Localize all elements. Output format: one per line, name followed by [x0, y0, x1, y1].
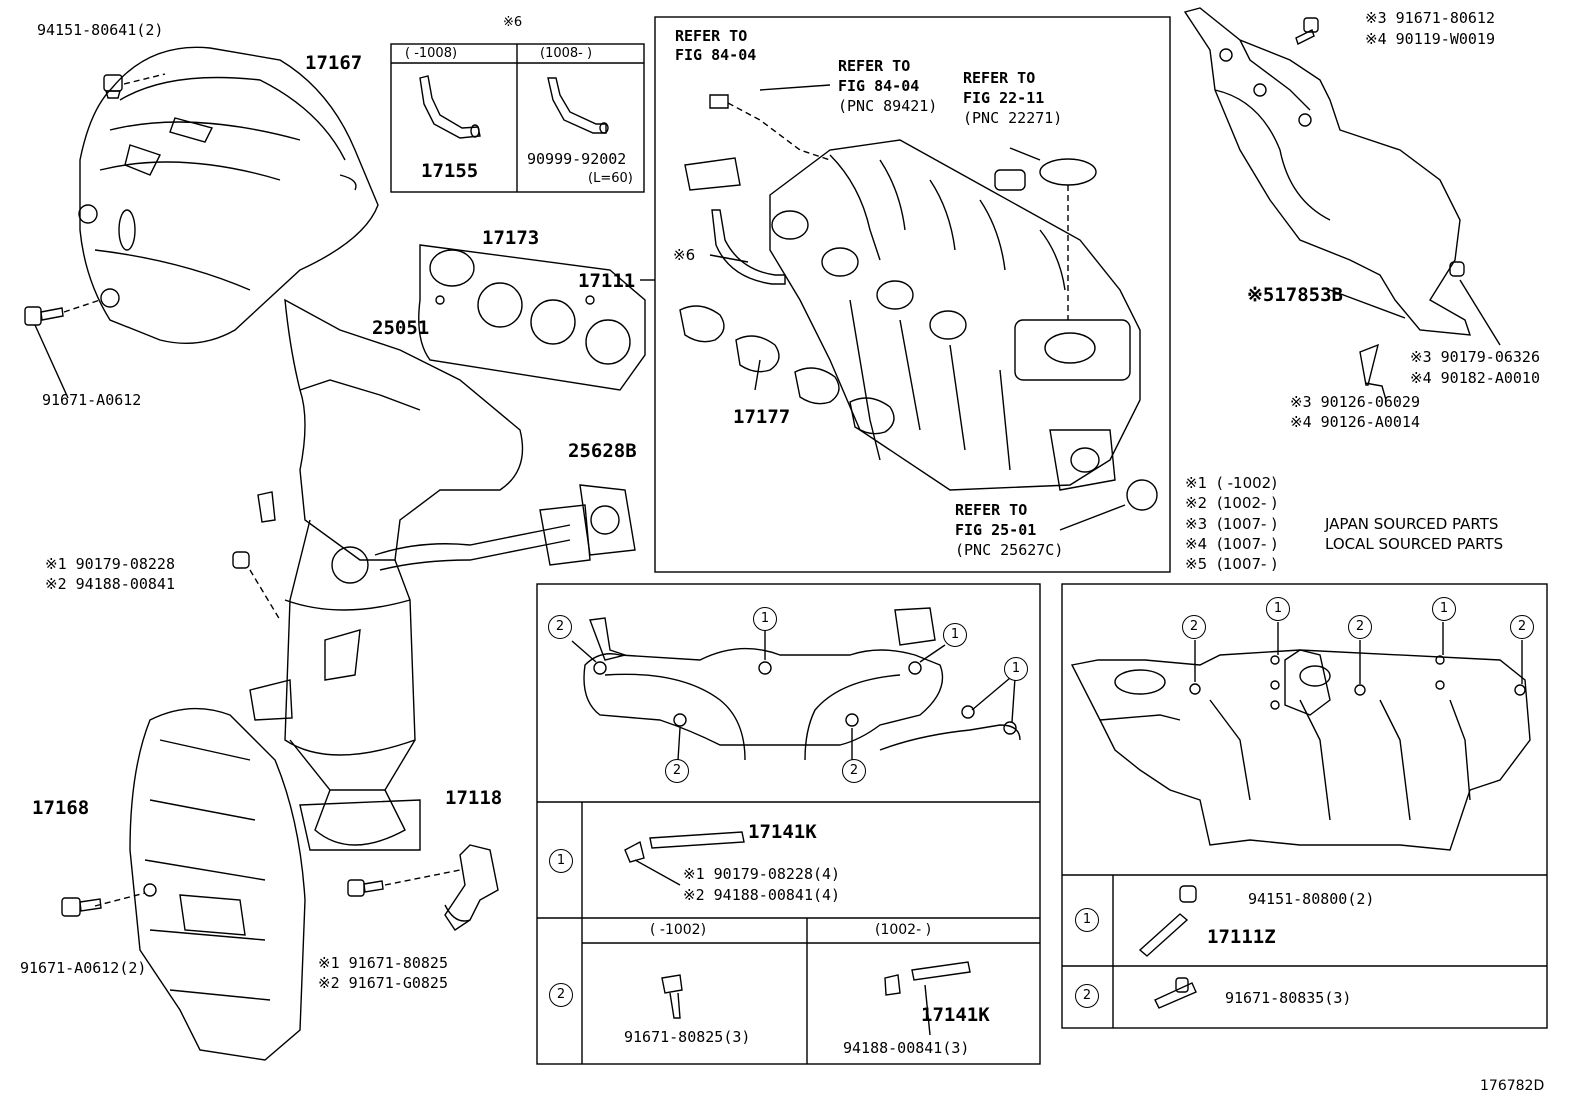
part-90999-92002[interactable]: 90999-92002: [527, 150, 627, 168]
callout-2: 2: [1182, 615, 1206, 639]
row2-col2-range: (1002- ): [875, 922, 932, 938]
legend-desc: LOCAL SOURCED PARTS: [1325, 535, 1504, 553]
part-94188-00841[interactable]: ※2 94188-00841: [45, 575, 175, 593]
row-callout-2: 2: [549, 983, 573, 1007]
part-90179-08228[interactable]: ※1 90179-08228: [45, 555, 175, 573]
part-90182-a0010[interactable]: ※4 90182-A0010: [1410, 369, 1540, 387]
part-hose-note-6[interactable]: ※6: [673, 246, 696, 264]
hose-box-header: ※6: [503, 15, 523, 30]
legend-mark: ※1: [1185, 474, 1208, 492]
part-91671-g0825[interactable]: ※2 91671-G0825: [318, 974, 448, 992]
part-17118[interactable]: 17118: [445, 787, 503, 809]
part-25628b[interactable]: 25628B: [568, 440, 637, 462]
hose-col2-range: (1008- ): [540, 46, 593, 61]
legend-range: ( -1002): [1217, 474, 1278, 492]
hose-length: (L=60): [588, 171, 633, 186]
refer-fig-22-11-line2[interactable]: FIG 22-11: [963, 89, 1045, 107]
part-94188-00841-4[interactable]: ※2 94188-00841(4): [683, 886, 841, 904]
part-90179-06326[interactable]: ※3 90179-06326: [1410, 348, 1540, 366]
legend-desc: JAPAN SOURCED PARTS: [1325, 515, 1499, 533]
callout-1: 1: [943, 623, 967, 647]
refer-pnc-25627c: (PNC 25627C): [955, 541, 1064, 559]
legend-mark: ※5: [1185, 555, 1208, 573]
part-17853b[interactable]: ※517853B: [1247, 284, 1343, 306]
legend-mark: ※4: [1185, 535, 1208, 553]
part-25051[interactable]: 25051: [372, 317, 430, 339]
legend-range: (1007- ): [1217, 555, 1278, 573]
legend-mark: ※3: [1185, 515, 1208, 533]
legend-range: (1007- ): [1217, 515, 1278, 533]
part-91671-a0612-2[interactable]: 91671-A0612(2): [20, 959, 147, 977]
refer-fig-22-11-line1: REFER TO: [963, 69, 1036, 87]
part-94151-80800-2[interactable]: 94151-80800(2): [1248, 890, 1375, 908]
row-callout-1: 1: [549, 849, 573, 873]
refer-fig-84-04-b-line1: REFER TO: [838, 57, 911, 75]
part-17141k-b[interactable]: 17141K: [921, 1004, 990, 1026]
callout-2: 2: [548, 615, 572, 639]
part-17167[interactable]: 17167: [305, 52, 363, 74]
part-94151-80641[interactable]: 94151-80641(2): [37, 21, 164, 39]
callout-2: 2: [842, 759, 866, 783]
legend-mark: ※2: [1185, 494, 1208, 512]
refer-pnc-89421: (PNC 89421): [838, 97, 938, 115]
heat-insulator-upper: [78, 46, 379, 345]
part-91671-80612[interactable]: ※3 91671-80612: [1365, 9, 1495, 27]
part-90119-w0019[interactable]: ※4 90119-W0019: [1365, 30, 1495, 48]
row2-col1-range: ( -1002): [650, 922, 707, 938]
callout-1: 1: [1004, 657, 1028, 681]
part-91671-80825[interactable]: ※1 91671-80825: [318, 954, 448, 972]
callout-1: 1: [1432, 597, 1456, 621]
part-17141k[interactable]: 17141K: [748, 821, 817, 843]
part-17173[interactable]: 17173: [482, 227, 540, 249]
hose-col1-range: ( -1008): [405, 46, 458, 61]
callout-2: 2: [1510, 615, 1534, 639]
legend-range: (1007- ): [1217, 535, 1278, 553]
refer-fig-25-01-line1: REFER TO: [955, 501, 1028, 519]
row-callout-1: 1: [1075, 908, 1099, 932]
refer-pnc-22271: (PNC 22271): [963, 109, 1063, 127]
part-17155[interactable]: 17155: [421, 160, 479, 182]
refer-fig-84-04-a-line1: REFER TO: [675, 27, 748, 45]
callout-1: 1: [753, 607, 777, 631]
part-91671-80825-3[interactable]: 91671-80825(3): [624, 1028, 751, 1046]
part-17111[interactable]: 17111: [578, 270, 636, 292]
part-17177[interactable]: 17177: [733, 406, 791, 428]
row-callout-2: 2: [1075, 984, 1099, 1008]
part-90126-a0014[interactable]: ※4 90126-A0014: [1290, 413, 1420, 431]
part-94188-00841-3[interactable]: 94188-00841(3): [843, 1039, 970, 1057]
refer-fig-84-04-b-line2[interactable]: FIG 84-04: [838, 77, 920, 95]
part-90179-08228-4[interactable]: ※1 90179-08228(4): [683, 865, 841, 883]
part-91671-80835-3[interactable]: 91671-80835(3): [1225, 989, 1352, 1007]
refer-fig-84-04-a-line2[interactable]: FIG 84-04: [675, 46, 757, 64]
refer-fig-25-01-line2[interactable]: FIG 25-01: [955, 521, 1037, 539]
part-90126-06029[interactable]: ※3 90126-06029: [1290, 393, 1420, 411]
diagram-id: 176782D: [1480, 1078, 1545, 1094]
part-91671-a0612[interactable]: 91671-A0612: [42, 391, 142, 409]
callout-1: 1: [1266, 597, 1290, 621]
part-17168[interactable]: 17168: [32, 797, 90, 819]
part-17111z[interactable]: 17111Z: [1207, 926, 1276, 948]
legend-range: (1002- ): [1217, 494, 1278, 512]
callout-2: 2: [665, 759, 689, 783]
callout-2: 2: [1348, 615, 1372, 639]
